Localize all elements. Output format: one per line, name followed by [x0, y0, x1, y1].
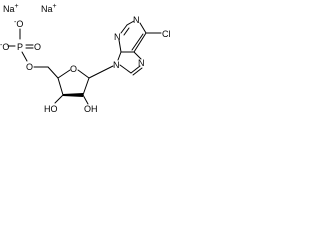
bond-c5-c4 [47, 66, 59, 79]
phosphate-oxide-left-label: -O [0, 42, 9, 52]
chemical-structure: Na+ Na+ -O -O P O O O HO OH N N N N Cl [0, 3, 171, 114]
purine-n1-label: N [133, 15, 140, 25]
bond-n9-c8 [119, 64, 132, 74]
bond-c1-n9 [88, 65, 114, 79]
bond-c6-c5-2 [131, 33, 144, 51]
bond-c1-c2 [82, 77, 90, 96]
bond-n3-c2-1 [120, 24, 128, 34]
sodium-ion-label: Na+ [41, 3, 57, 14]
bond-c8-n7-1 [130, 65, 141, 74]
sodium-ion-label: Na+ [3, 3, 19, 14]
bond-c4-c3 [57, 77, 64, 96]
bond-c2-n1 [126, 20, 135, 26]
bond-c3-c2-wedge [63, 93, 83, 97]
bond-c6-c5-1 [133, 32, 147, 53]
hydroxyl-2-label: OH [84, 104, 98, 114]
phosphorus-label: P [17, 42, 23, 52]
bonds [7, 20, 162, 105]
purine-n9-label: N [113, 60, 120, 70]
hydroxyl-3-label: HO [44, 104, 58, 114]
bond-c4-n9 [117, 51, 122, 61]
bond-c4-o4 [57, 69, 71, 79]
bond-n3-c2-2 [123, 27, 130, 36]
ester-oxygen-label: O [26, 62, 33, 72]
bond-o4-c1 [77, 69, 90, 79]
bond-n7-c5 [133, 51, 142, 60]
phosphate-oxide-top-label: -O [14, 19, 23, 29]
bond-p-ester-o [21, 51, 28, 62]
chloro-label: Cl [162, 29, 171, 39]
bond-c3-o3 [54, 94, 64, 104]
atom-labels: Na+ Na+ -O -O P O O O HO OH N N N N Cl [0, 3, 171, 114]
ring-oxygen-label: O [70, 64, 77, 74]
bond-n1-c6 [139, 22, 147, 34]
phosphate-oxo-label: O [34, 42, 41, 52]
bond-c2-o2 [82, 94, 89, 105]
purine-n7-label: N [138, 58, 145, 68]
bond-c4-n3 [118, 39, 122, 53]
bond-c8-n7-2 [132, 67, 143, 76]
purine-n3-label: N [114, 32, 121, 42]
